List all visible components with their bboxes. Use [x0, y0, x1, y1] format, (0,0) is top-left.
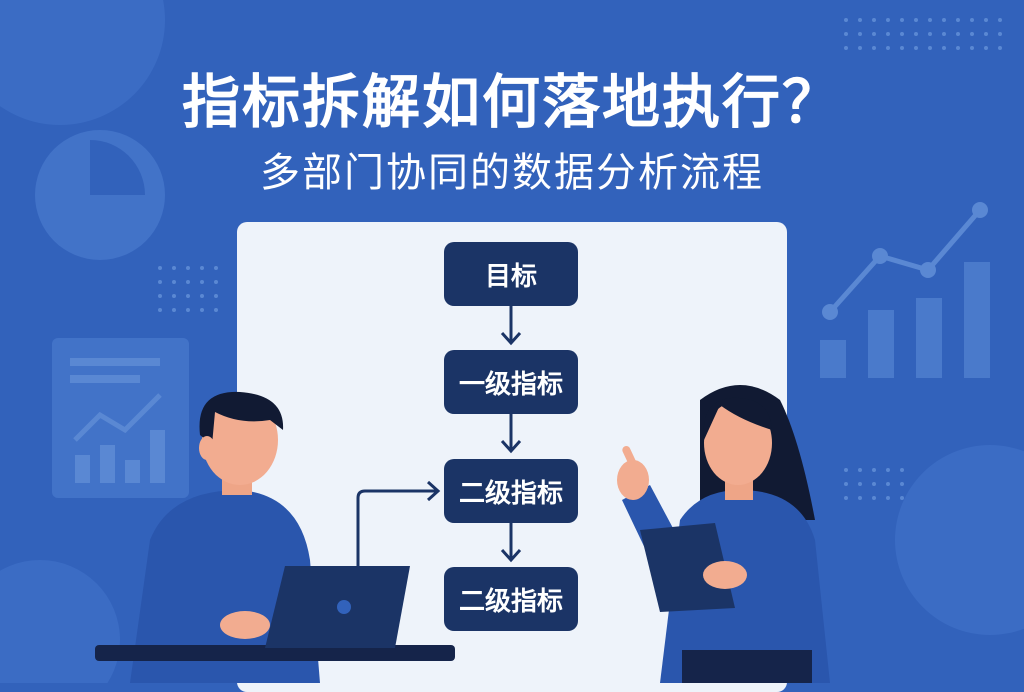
decor-dot — [970, 46, 974, 50]
decor-dot — [928, 18, 932, 22]
decor-dot — [844, 32, 848, 36]
decor-dot — [186, 294, 190, 298]
decor-dot — [886, 482, 890, 486]
decor-dot — [214, 280, 218, 284]
flow-node-level1: 一级指标 — [444, 350, 578, 414]
flow-node-level2b: 二级指标 — [444, 567, 578, 631]
decor-dot — [186, 308, 190, 312]
decor-dot — [858, 468, 862, 472]
decor-dot — [900, 32, 904, 36]
decor-dot — [886, 18, 890, 22]
decor-dot — [858, 482, 862, 486]
decor-dot — [172, 308, 176, 312]
decor-dot — [872, 468, 876, 472]
woman-with-tablet — [617, 385, 830, 683]
decor-dot — [214, 308, 218, 312]
decor-dot — [900, 46, 904, 50]
decor-dot — [886, 496, 890, 500]
decor-dot — [998, 46, 1002, 50]
decor-dot — [158, 266, 162, 270]
decor-dot — [872, 46, 876, 50]
decor-dot — [158, 308, 162, 312]
decor-dot — [200, 280, 204, 284]
decor-dot — [158, 294, 162, 298]
page-subtitle: 多部门协同的数据分析流程 — [260, 150, 764, 196]
decor-dot — [858, 46, 862, 50]
decor-dot — [172, 266, 176, 270]
decor-dot — [158, 280, 162, 284]
decor-dot — [200, 308, 204, 312]
dot-grid — [158, 18, 1002, 500]
bar-chart-icon — [820, 262, 990, 378]
decor-dot — [172, 294, 176, 298]
decor-dot — [942, 32, 946, 36]
decor-dot — [942, 46, 946, 50]
decor-dot — [858, 496, 862, 500]
decor-dot — [872, 32, 876, 36]
decor-circle — [0, 0, 165, 125]
flow-node-goal: 目标 — [444, 242, 578, 306]
decor-dot — [872, 496, 876, 500]
arrow-from-laptop — [356, 489, 436, 566]
decor-dot — [900, 482, 904, 486]
decor-dot — [200, 294, 204, 298]
decor-dot — [886, 468, 890, 472]
decor-dot — [914, 18, 918, 22]
decor-dot — [970, 32, 974, 36]
page-title: 指标拆解如何落地执行？ — [181, 68, 842, 136]
decor-dot — [928, 32, 932, 36]
decor-circle — [0, 560, 120, 683]
decor-dot — [886, 46, 890, 50]
decor-dot — [970, 18, 974, 22]
decor-dot — [928, 46, 932, 50]
decor-dot — [214, 266, 218, 270]
decor-dot — [998, 18, 1002, 22]
decor-dot — [956, 32, 960, 36]
decor-dot — [186, 280, 190, 284]
decor-dot — [214, 294, 218, 298]
decor-dot — [900, 18, 904, 22]
decor-dot — [872, 18, 876, 22]
decor-dot — [200, 266, 204, 270]
decor-dot — [956, 18, 960, 22]
decor-dot — [858, 32, 862, 36]
decor-dot — [186, 266, 190, 270]
decor-dot — [844, 468, 848, 472]
tablet — [640, 523, 735, 612]
decor-dot — [942, 18, 946, 22]
decor-dot — [844, 496, 848, 500]
man-with-laptop — [95, 391, 455, 683]
decor-dot — [872, 482, 876, 486]
decor-dot — [900, 496, 904, 500]
decor-dot — [900, 468, 904, 472]
decor-dot — [858, 18, 862, 22]
decor-dot — [998, 32, 1002, 36]
decor-dot — [984, 32, 988, 36]
decor-dot — [844, 46, 848, 50]
decor-dot — [956, 46, 960, 50]
decor-dot — [914, 46, 918, 50]
decor-dot — [844, 18, 848, 22]
decor-circle — [895, 445, 1024, 635]
decor-dot — [984, 46, 988, 50]
decor-dot — [844, 482, 848, 486]
flow-node-level2: 二级指标 — [444, 459, 578, 523]
decor-dot — [886, 32, 890, 36]
desk — [95, 645, 455, 661]
decor-dot — [172, 280, 176, 284]
decor-dot — [984, 18, 988, 22]
decor-dot — [914, 32, 918, 36]
